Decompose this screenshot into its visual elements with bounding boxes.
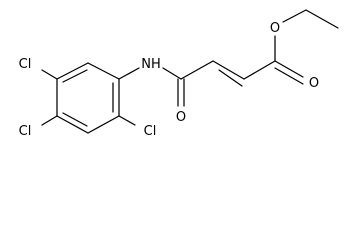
bond-alkene-a: [212, 60, 245, 80]
ring-bond-c1-c2: [56, 62, 89, 80]
bond-ring-cl-right: [118, 115, 136, 126]
bond-ester-co-a: [274, 60, 304, 78]
bond-nh-amide-carbon: [162, 67, 182, 80]
bond-ring-nh: [118, 67, 140, 80]
ring-double-c3-c4: [62, 112, 88, 127]
bond-alkene-ester: [243, 60, 276, 80]
ring-bond-c4-c5: [87, 115, 120, 134]
atom-cl-mid: Cl: [19, 124, 32, 139]
bond-ring-cl-top: [41, 69, 58, 80]
ring-bond-c6-c1: [87, 62, 120, 80]
benzene-ring: [56, 62, 120, 134]
bond-alkene-b: [218, 69, 243, 87]
bond-ch2-ch3: [305, 9, 339, 29]
atom-o-ester-ether: O: [270, 21, 280, 36]
bond-ester-co-b: [274, 67, 304, 85]
atom-o-ester-carbonyl: O: [309, 76, 319, 91]
ring-double-c1-c2: [62, 69, 88, 83]
ring-bond-c3-c4: [56, 115, 89, 134]
bond-ring-cl-mid: [41, 115, 58, 126]
molecule-drawing: Cl Cl Cl NH O O O: [19, 9, 339, 139]
atom-cl-right: Cl: [144, 124, 157, 139]
structure-diagram: Cl Cl Cl NH O O O: [19, 9, 339, 139]
atom-nh: NH: [141, 57, 161, 72]
bond-amide-alkene: [180, 60, 214, 80]
atom-o-amide: O: [176, 110, 186, 125]
bond-o-ch2: [282, 9, 307, 23]
atom-cl-top: Cl: [19, 57, 32, 72]
